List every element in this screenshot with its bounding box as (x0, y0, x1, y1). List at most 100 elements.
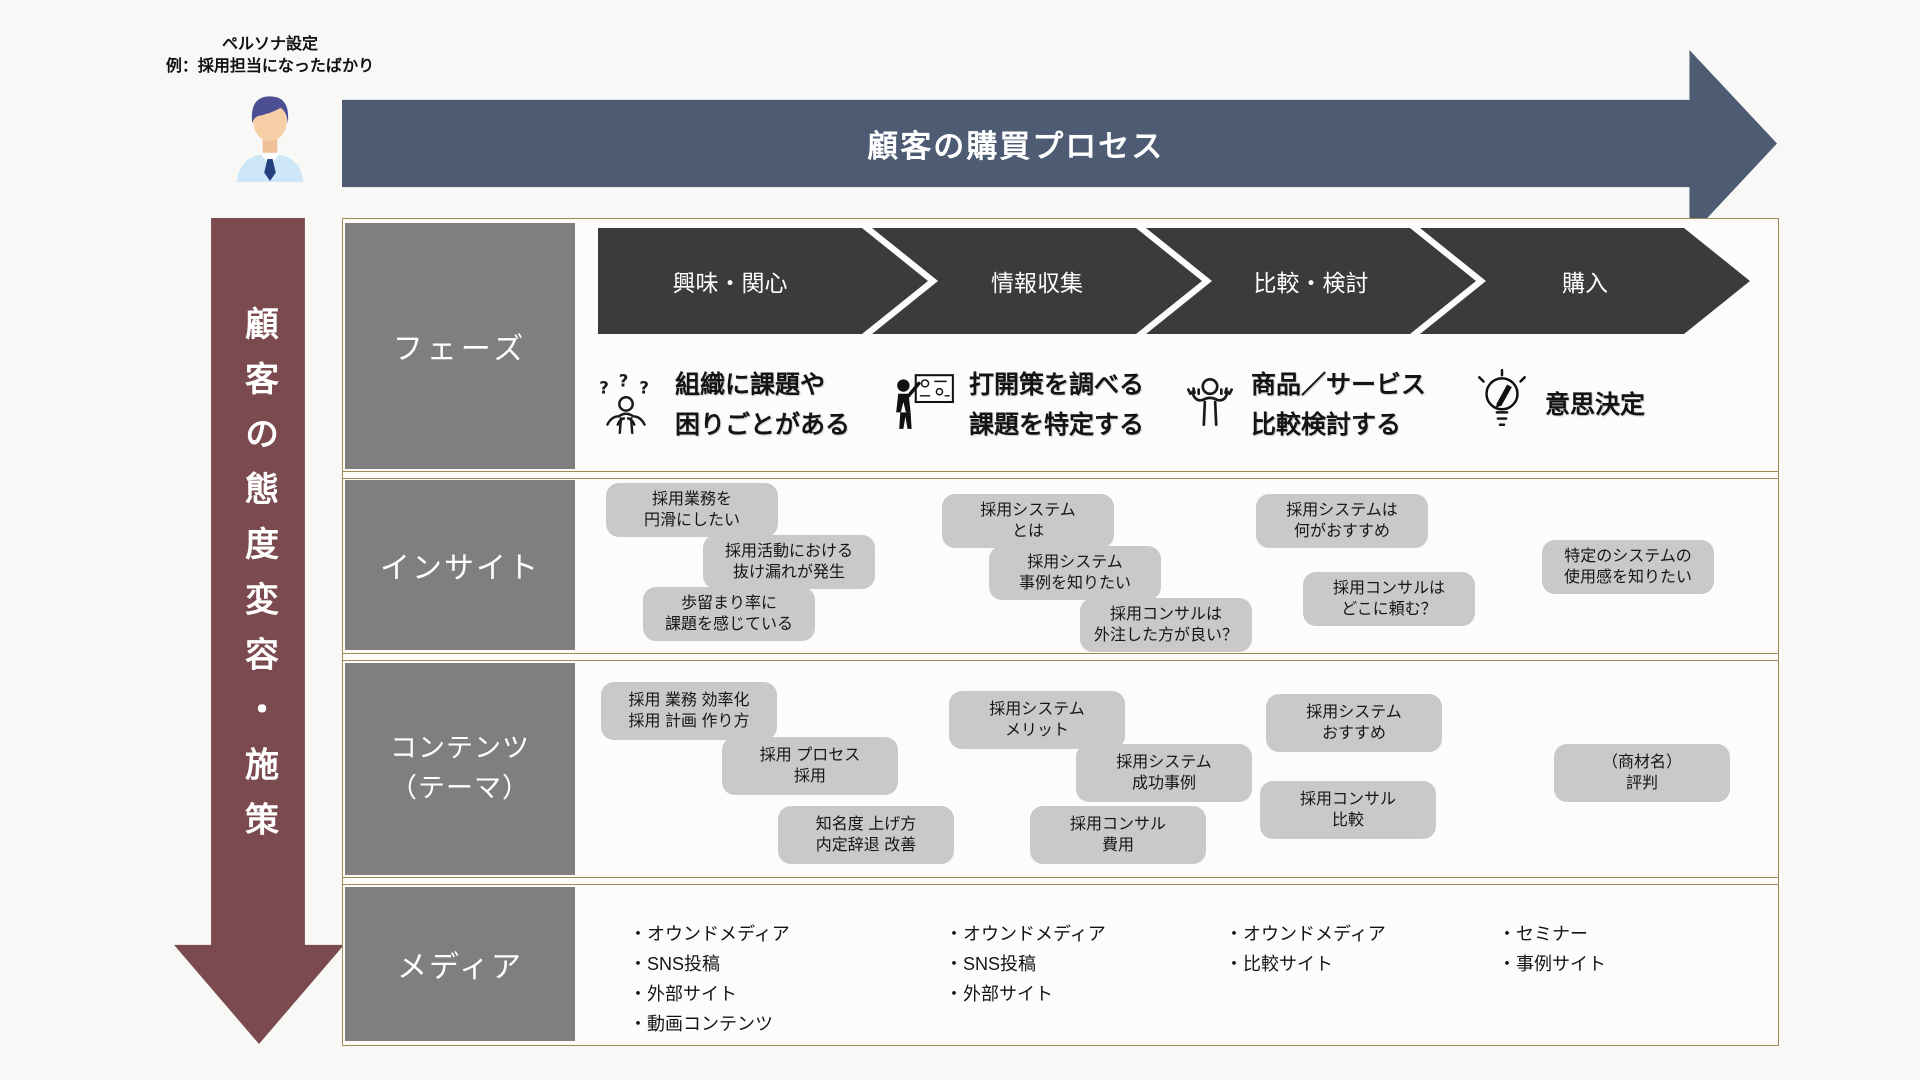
insight-bubble-line: どこに頼む？ (1341, 601, 1437, 618)
row-separator (343, 471, 1778, 479)
media-list-interest: ・オウンドメディア ・SNS投稿 ・外部サイト ・動画コンテンツ (629, 919, 790, 1039)
media-item: ・外部サイト (629, 984, 737, 1004)
content-bubble: 採用システム おすすめ (1266, 694, 1442, 752)
purchase-process-title: 顧客の購買プロセス (867, 128, 1165, 164)
insight-bubble: 歩留まり率に 課題を感じている (643, 587, 815, 641)
row-header-content-line2: （テーマ） (390, 773, 530, 804)
media-list-purchase: ・セミナー ・事例サイト (1498, 919, 1606, 979)
content-bubble: 採用システム メリット (949, 691, 1125, 749)
insight-bubble-line: 採用システム (1027, 554, 1123, 571)
content-bubble-line: 採用コンサル (1069, 816, 1166, 833)
content-bubble: 知名度 上げ方 内定辞退 改善 (778, 806, 954, 864)
idea-bulb-pencil-icon (1478, 368, 1526, 426)
confused-person-icon: ??? (599, 373, 649, 435)
content-bubble-line: 評判 (1625, 775, 1658, 792)
content-bubble: 採用コンサル 比較 (1260, 781, 1436, 839)
content-bubble-line: 採用 業務 効率化 (628, 692, 750, 709)
content-bubble: 採用 業務 効率化 採用 計画 作り方 (601, 682, 777, 740)
phase-desc-compare: 商品／サービス 比較検討する (1251, 365, 1426, 445)
content-bubble: （商材名） 評判 (1554, 744, 1730, 802)
content-bubble-line: （商材名） (1601, 754, 1682, 771)
attitude-change-arrow: 顧客の態度変容・施策 (174, 218, 344, 1044)
media-item: ・比較サイト (1225, 954, 1333, 974)
content-bubble: 採用 プロセス 採用 (722, 737, 898, 795)
svg-text:?: ? (639, 379, 649, 398)
insight-bubble-line: 歩留まり率に (680, 595, 777, 612)
insight-bubble-line: 円滑にしたい (643, 512, 740, 529)
phase-chevron-interest: 興味・関心 (598, 228, 928, 334)
insight-bubble-line: 採用システムは (1286, 502, 1398, 519)
phase-chevron-research-label: 情報収集 (991, 270, 1083, 296)
row-header-media-label: メディア (397, 950, 523, 985)
media-item: ・動画コンテンツ (629, 1014, 773, 1034)
insight-bubble-line: 抜け漏れが発生 (732, 564, 845, 581)
content-bubble-line: 知名度 上げ方 (815, 816, 917, 833)
insight-bubble-line: とは (1011, 523, 1044, 540)
insight-bubble: 特定のシステムの 使用感を知りたい (1542, 540, 1714, 594)
svg-text:?: ? (599, 379, 609, 398)
insight-bubble-line: 事例を知りたい (1018, 575, 1131, 592)
phase-desc-purchase-line1: 意思決定 (1545, 391, 1646, 419)
media-item: ・オウンドメディア (1225, 924, 1386, 944)
phase-chevron-compare-label: 比較・検討 (1253, 270, 1369, 296)
attitude-change-label-wrap: 顧客の態度変容・施策 (174, 218, 344, 945)
insight-bubble-line: 特定のシステムの (1564, 548, 1692, 565)
media-item: ・事例サイト (1498, 954, 1606, 974)
insight-bubble-line: 採用業務を (651, 491, 732, 508)
media-item: ・オウンドメディア (629, 924, 790, 944)
content-bubble-line: 採用システム (989, 701, 1085, 718)
row-separator (343, 653, 1778, 661)
presenter-icon (896, 374, 954, 429)
insight-bubble: 採用システムは 何がおすすめ (1256, 494, 1428, 548)
media-list-compare: ・オウンドメディア ・比較サイト (1225, 919, 1386, 979)
content-bubble-line: 採用システム (1116, 754, 1212, 771)
phase-desc-research-line2: 課題を特定する (969, 411, 1145, 439)
phase-desc-interest: 組織に課題や 困りごとがある (675, 365, 850, 445)
attitude-change-label: 顧客の態度変容・施策 (239, 306, 278, 857)
row-header-insight: インサイト (345, 480, 575, 650)
content-bubble: 採用コンサル 費用 (1030, 806, 1206, 864)
media-item: ・セミナー (1498, 924, 1588, 944)
insight-bubble-line: 外注した方が良い？ (1093, 627, 1238, 644)
purchase-process-arrow: 顧客の購買プロセス (342, 50, 1777, 237)
phase-desc-research: 打開策を調べる 課題を特定する (969, 365, 1144, 445)
content-bubble-line: 採用 プロセス (759, 747, 861, 764)
svg-text:?: ? (619, 373, 629, 390)
persona-avatar-icon (236, 96, 304, 182)
phase-chevron-interest-label: 興味・関心 (672, 270, 788, 296)
insight-bubble: 採用コンサルは 外注した方が良い？ (1080, 598, 1252, 652)
insight-bubble-line: 採用コンサルは (1332, 580, 1445, 597)
content-bubble-line: 採用システム (1306, 704, 1402, 721)
content-bubble-line: 採用 (793, 768, 826, 785)
media-item: ・オウンドメディア (945, 924, 1106, 944)
insight-bubble: 採用コンサルは どこに頼む？ (1303, 572, 1475, 626)
insight-bubble-line: 採用コンサルは (1109, 606, 1222, 623)
insight-bubble: 採用システム とは (942, 494, 1114, 548)
media-list-research: ・オウンドメディア ・SNS投稿 ・外部サイト (945, 919, 1106, 1009)
insight-bubble-line: 何がおすすめ (1293, 523, 1390, 540)
phase-desc-interest-line1: 組織に課題や (675, 371, 826, 399)
persona-block: ペルソナ設定 例：採用担当になったばかり (96, 34, 444, 182)
content-bubble-line: おすすめ (1321, 725, 1386, 742)
insight-bubble-line: 使用感を知りたい (1563, 569, 1692, 586)
phase-desc-compare-line1: 商品／サービス (1251, 371, 1427, 399)
row-header-content-line1: コンテンツ (390, 733, 530, 764)
phase-desc-compare-line2: 比較検討する (1251, 411, 1402, 439)
row-header-content: コンテンツ （テーマ） (345, 663, 575, 875)
content-bubble-line: 比較 (1331, 812, 1364, 829)
content-bubble: 採用システム 成功事例 (1076, 744, 1252, 802)
content-bubble-line: 内定辞退 改善 (815, 837, 917, 854)
insight-bubble-line: 採用活動における (724, 543, 853, 560)
comparing-person-icon (1187, 377, 1233, 427)
content-bubble-line: 成功事例 (1131, 775, 1196, 792)
insight-bubble: 採用業務を 円滑にしたい (606, 483, 778, 537)
content-bubble-line: 採用 計画 作り方 (628, 713, 750, 730)
insight-bubble: 採用活動における 抜け漏れが発生 (703, 535, 875, 589)
content-bubble-line: メリット (1004, 722, 1069, 739)
row-header-phase: フェーズ (345, 223, 575, 469)
phase-desc-research-line1: 打開策を調べる (969, 371, 1145, 399)
media-item: ・外部サイト (945, 984, 1053, 1004)
insight-bubble-line: 採用システム (980, 502, 1076, 519)
insight-bubble: 採用システム 事例を知りたい (989, 546, 1161, 600)
content-bubble-line: 採用コンサル (1299, 791, 1396, 808)
